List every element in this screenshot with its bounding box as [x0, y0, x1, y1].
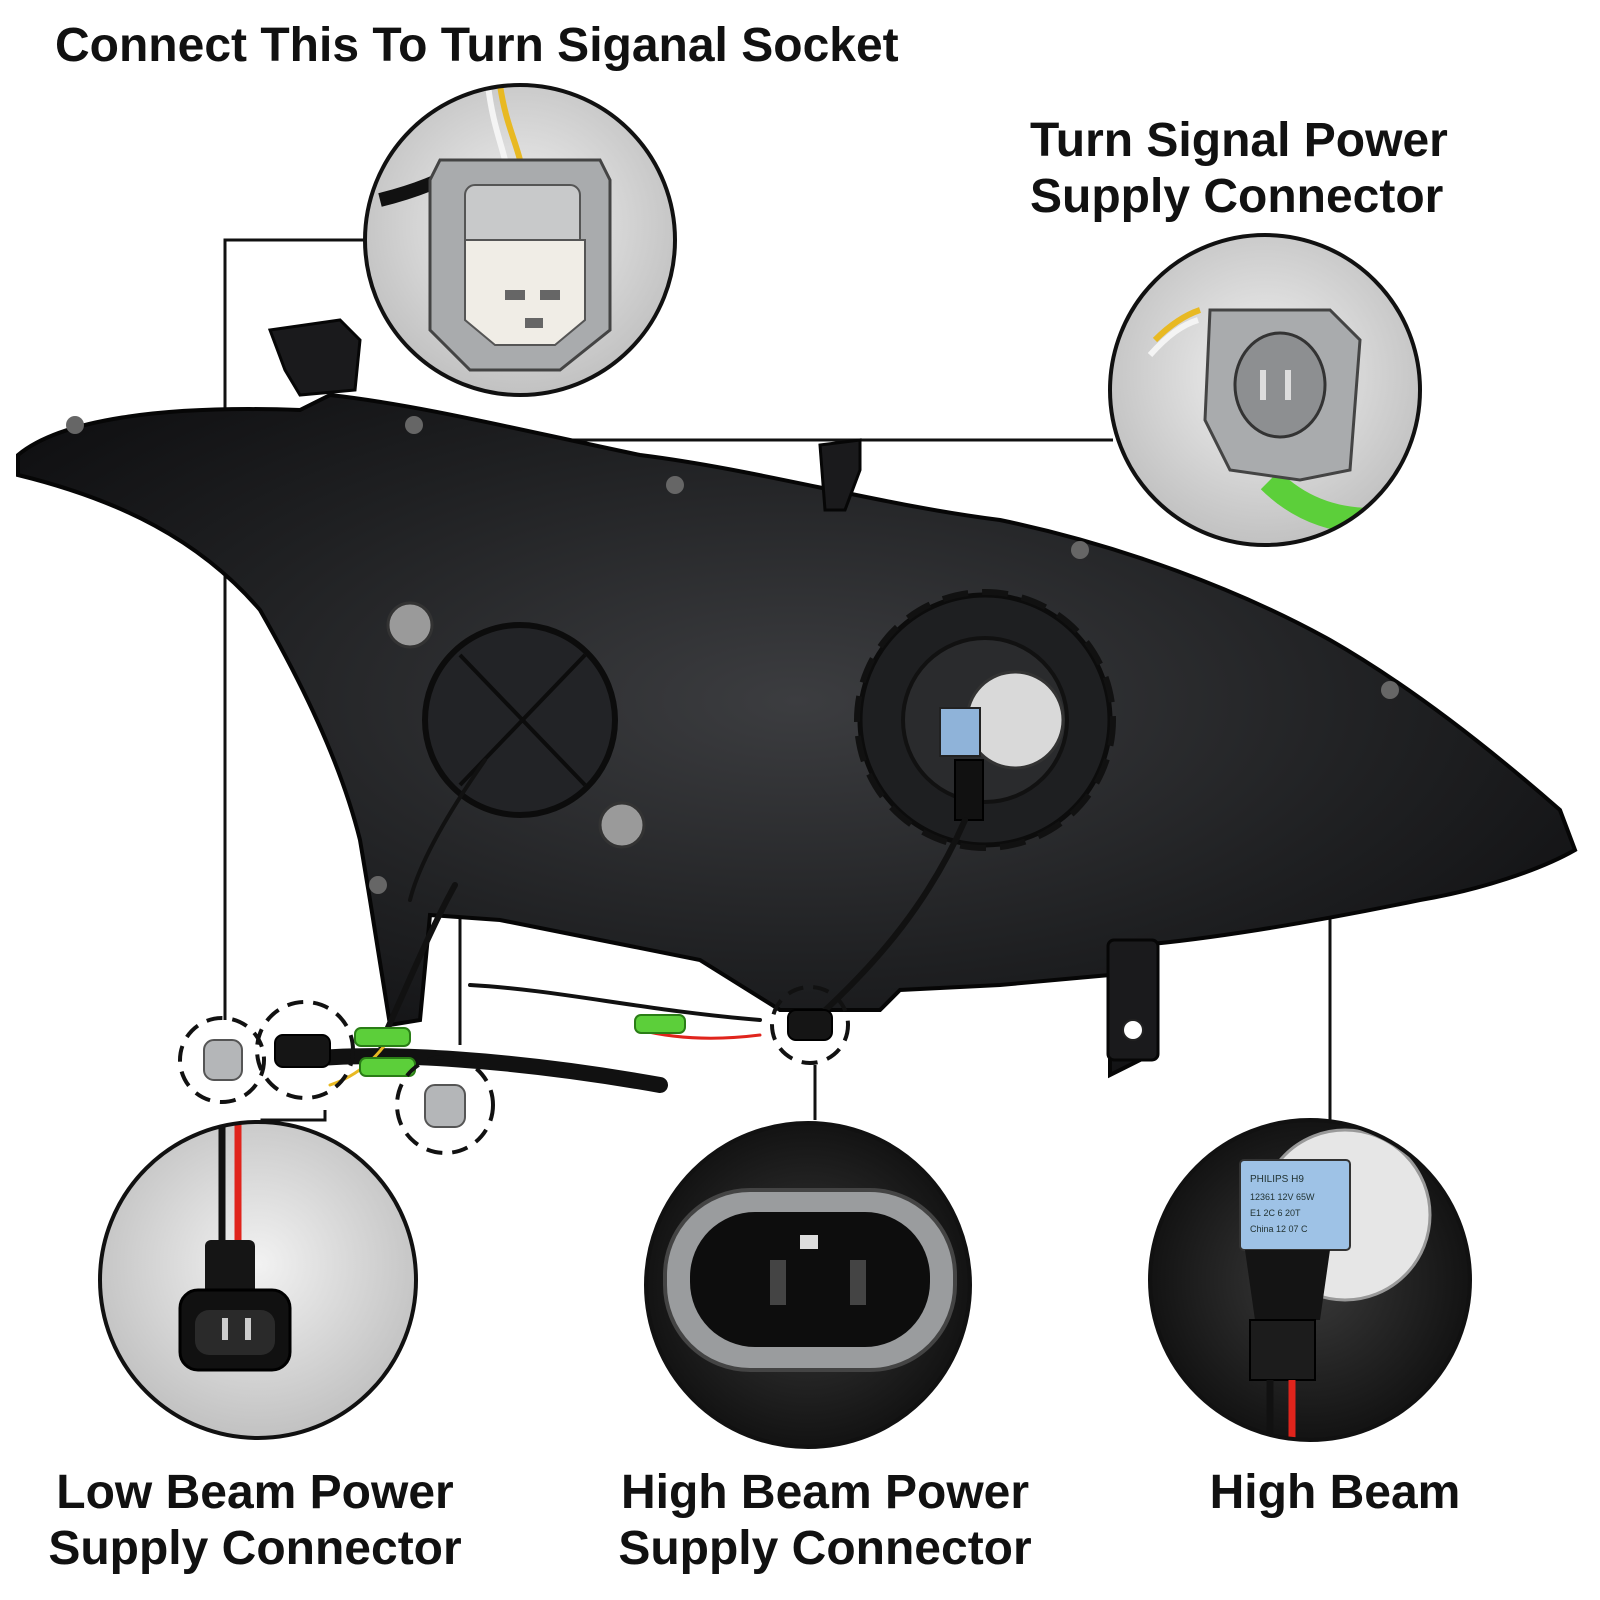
small-connector-turn-signal-socket	[178, 1016, 266, 1104]
detail-low-beam-power-ring	[98, 1120, 418, 1440]
line-turn-signal-socket	[223, 238, 365, 1020]
detail-turn-signal-socket-ring	[363, 83, 677, 397]
detail-turn-signal-power	[1110, 235, 1420, 545]
callout-low-beam-power-line1: Low Beam Power	[56, 1466, 454, 1519]
callout-turn-signal-socket: Connect This To Turn Siganal Socket	[55, 19, 899, 72]
callout-high-beam-power-line1: High Beam Power	[620, 1466, 1030, 1519]
small-connector-high-beam-power	[770, 985, 850, 1065]
bulb-spec-line-2: E1 2C 6 20T	[1250, 1208, 1301, 1218]
bulb-spec-line-3: China 12 07 C	[1250, 1224, 1308, 1234]
callout-low-beam-power-line2: Supply Connector	[48, 1522, 462, 1575]
high-beam-socket-highlight	[854, 589, 1116, 851]
small-connector-low-beam	[255, 1000, 355, 1100]
detail-low-beam-power	[100, 1122, 416, 1438]
small-connector-turn-signal-power	[395, 1055, 495, 1155]
detail-high-beam-ring	[1148, 1118, 1472, 1442]
detail-high-beam-power	[646, 1123, 970, 1447]
bulb-brand: PHILIPS H9	[1250, 1174, 1304, 1185]
heat-shrink-terminals	[354, 1014, 686, 1077]
callout-low-beam-power: Low Beam Power Supply Connector	[20, 1465, 490, 1577]
detail-high-beam: PHILIPS H9 12361 12V 65W E1 2C 6 20T Chi…	[1150, 1120, 1470, 1440]
callout-turn-signal-power-line2: Supply Connector	[1030, 170, 1444, 223]
callout-high-beam: High Beam	[1209, 1466, 1461, 1519]
bulb-spec-line-1: 12361 12V 65W	[1250, 1192, 1315, 1202]
headlight-housing	[16, 318, 1578, 1079]
callout-turn-signal-power: Turn Signal Power Supply Connector	[1030, 113, 1490, 225]
detail-turn-signal-power-ring	[1108, 233, 1422, 547]
callout-turn-signal-power-line1: Turn Signal Power	[1030, 114, 1448, 167]
detail-high-beam-power-ring	[644, 1121, 972, 1449]
callout-high-beam-power-line2: Supply Connector	[618, 1522, 1032, 1575]
callout-high-beam-power: High Beam Power Supply Connector	[590, 1465, 1060, 1577]
detail-turn-signal-socket	[365, 85, 675, 395]
